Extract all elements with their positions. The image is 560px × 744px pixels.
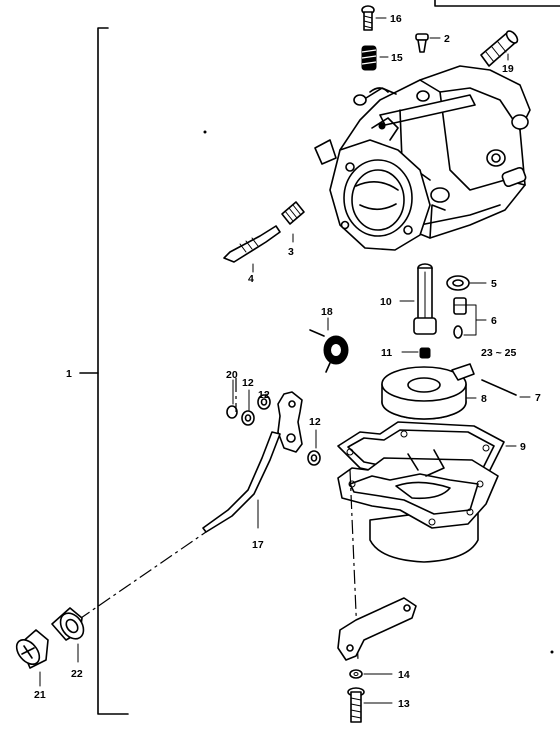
callout-15: 15 xyxy=(391,52,403,64)
callout-9: 9 xyxy=(520,441,526,453)
callout-11: 11 xyxy=(381,347,392,359)
part-8-float xyxy=(381,363,477,420)
part-11-jet xyxy=(401,347,431,359)
callout-8: 8 xyxy=(481,393,487,405)
part-14-washer xyxy=(349,669,393,679)
speck xyxy=(203,130,207,134)
part-6-jet-set xyxy=(453,297,487,339)
carburetor-upper-body xyxy=(314,65,531,251)
callout-14: 14 xyxy=(398,669,410,681)
part-12-washer-a xyxy=(241,389,255,426)
part-19-pipe-fitting xyxy=(480,30,519,67)
part-18-torsion-spring xyxy=(309,317,349,373)
callout-13: 13 xyxy=(398,698,410,710)
callout-19: 19 xyxy=(502,63,514,75)
callout-22: 22 xyxy=(71,668,83,680)
callout-7: 7 xyxy=(535,392,541,404)
callout-10: 10 xyxy=(380,296,392,308)
speck xyxy=(550,650,554,654)
callout-4: 4 xyxy=(248,273,254,285)
float-bowl xyxy=(337,449,499,563)
callout-20: 20 xyxy=(226,369,238,381)
assembly-bracket xyxy=(79,27,129,715)
part-12-washer-c xyxy=(307,429,321,466)
part-10-nozzle xyxy=(399,263,437,335)
callout-21: 21 xyxy=(34,689,46,701)
part-12-washer-b xyxy=(257,393,271,410)
callout-23-25: 23 ~ 25 xyxy=(481,347,516,359)
part-4-needle-screw xyxy=(223,225,281,273)
callout-3: 3 xyxy=(288,246,294,258)
centerline-choke xyxy=(77,531,207,621)
part-7-float-pin xyxy=(481,379,531,398)
part-15-spring xyxy=(361,45,389,71)
callout-1: 1 xyxy=(66,368,72,380)
drain-bracket xyxy=(337,597,417,661)
callout-12-c: 12 xyxy=(309,416,321,428)
callout-12-a: 12 xyxy=(242,377,254,389)
callout-16: 16 xyxy=(390,13,402,25)
callout-12-b: 12 xyxy=(258,389,270,401)
part-5-washer xyxy=(446,275,487,291)
part-22-grommet xyxy=(51,607,85,663)
part-17-choke-link xyxy=(202,391,303,533)
callout-17: 17 xyxy=(252,539,264,551)
callout-6: 6 xyxy=(491,315,497,327)
callout-5: 5 xyxy=(491,278,497,290)
callout-2: 2 xyxy=(444,33,450,45)
part-16-screw xyxy=(361,5,387,31)
part-13-screw xyxy=(347,687,393,723)
part-20-clip xyxy=(226,379,238,419)
callout-18: 18 xyxy=(321,306,333,318)
page-frame-corner xyxy=(434,0,560,7)
part-21-choke-knob xyxy=(15,629,49,687)
part-3-spring xyxy=(281,201,305,243)
part-2-screw xyxy=(415,33,441,53)
